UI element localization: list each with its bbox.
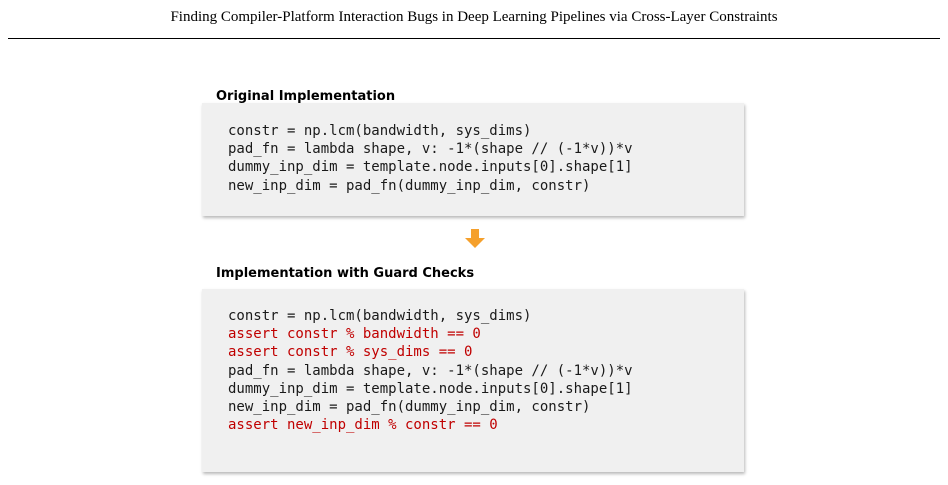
- code-line: new_inp_dim = pad_fn(dummy_inp_dim, cons…: [228, 177, 591, 194]
- code-line: pad_fn = lambda shape, v: -1*(shape // (…: [228, 362, 633, 379]
- down-arrow-icon: [465, 229, 485, 248]
- code-line: constr = np.lcm(bandwidth, sys_dims): [228, 308, 532, 324]
- guard-check-line: assert constr % bandwidth == 0: [228, 326, 481, 343]
- original-panel-label: Original Implementation: [216, 89, 396, 104]
- running-header: Finding Compiler-Platform Interaction Bu…: [170, 9, 778, 25]
- code-line: pad_fn = lambda shape, v: -1*(shape // (…: [228, 141, 633, 158]
- guard-check-line: assert new_inp_dim % constr == 0: [228, 417, 498, 434]
- guarded-code-block: constr = np.lcm(bandwidth, sys_dims) ass…: [202, 289, 744, 472]
- code-line: new_inp_dim = pad_fn(dummy_inp_dim, cons…: [228, 399, 591, 416]
- header-rule: [8, 38, 940, 39]
- code-line: dummy_inp_dim = template.node.inputs[0].…: [228, 380, 633, 397]
- guard-check-line: assert constr % sys_dims == 0: [228, 344, 473, 361]
- original-code-block: constr = np.lcm(bandwidth, sys_dims) pad…: [202, 103, 744, 216]
- code-line: dummy_inp_dim = template.node.inputs[0].…: [228, 159, 633, 176]
- code-line: constr = np.lcm(bandwidth, sys_dims): [228, 123, 532, 139]
- guarded-panel-label: Implementation with Guard Checks: [216, 266, 475, 281]
